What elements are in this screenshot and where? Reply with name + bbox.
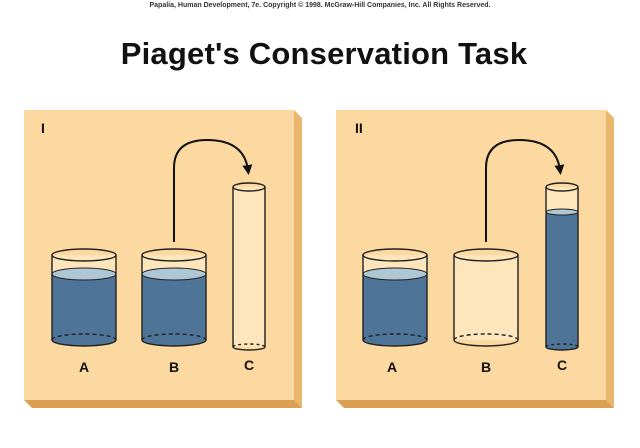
- copyright-notice: Papalia, Human Development, 7e. Copyrigh…: [149, 2, 491, 9]
- liquid: [546, 212, 578, 347]
- liquid: [52, 274, 116, 340]
- panel-two-beaker-a: [362, 248, 428, 347]
- panel-one-face: [24, 110, 294, 400]
- panel-one-side: [294, 110, 302, 408]
- beaker-rim: [362, 248, 428, 262]
- tube-rim: [232, 182, 266, 192]
- tube-rim: [545, 182, 579, 192]
- container-label-c: C: [557, 357, 567, 373]
- tube-bottom-back: [232, 343, 266, 348]
- liquid-surface: [545, 208, 579, 216]
- container-label-b: B: [169, 359, 179, 375]
- tube-bottom-front: [232, 346, 266, 351]
- page-title: Piaget's Conservation Task: [120, 36, 528, 71]
- liquid: [363, 274, 427, 340]
- panel-one-beaker-a: [51, 248, 117, 347]
- pour-arrow: [173, 138, 253, 242]
- pour-arrow: [485, 138, 565, 242]
- panel-one-beaker-b: [141, 248, 207, 347]
- container-label-a: A: [387, 359, 397, 375]
- panel-two-tube-c: [545, 182, 579, 351]
- beaker-bottom: [52, 340, 116, 346]
- panel-two-bottom: [336, 400, 614, 408]
- beaker-bottom-front: [362, 339, 428, 347]
- liquid-surface: [51, 267, 117, 281]
- tube-bottom-front: [545, 346, 579, 351]
- liquid-surface: [362, 267, 428, 281]
- panel-one-tube-c: [232, 182, 266, 351]
- beaker-rim: [141, 248, 207, 262]
- panel-one-numeral: I: [41, 120, 45, 136]
- panel-two-beaker-b: [453, 248, 519, 347]
- beaker-rim: [51, 248, 117, 262]
- beaker-bottom-front: [141, 339, 207, 347]
- beaker-bottom-front: [453, 339, 519, 347]
- liquid: [142, 274, 206, 340]
- beaker-bottom-front: [51, 339, 117, 347]
- liquid-surface: [141, 267, 207, 281]
- beaker-glass: [454, 255, 518, 340]
- container-label-b: B: [481, 359, 491, 375]
- container-label-a: A: [79, 359, 89, 375]
- beaker-rim: [453, 248, 519, 262]
- panel-one-bottom: [24, 400, 302, 408]
- panel-two-numeral: II: [355, 120, 363, 136]
- container-label-c: C: [244, 357, 254, 373]
- tube-glass: [233, 187, 265, 347]
- beaker-bottom: [142, 340, 206, 346]
- panel-one: I A B: [24, 110, 302, 408]
- tube-bottom-back: [545, 343, 579, 348]
- panel-two-side: [606, 110, 614, 408]
- panel-two: II A B: [336, 110, 614, 408]
- beaker-bottom: [363, 340, 427, 346]
